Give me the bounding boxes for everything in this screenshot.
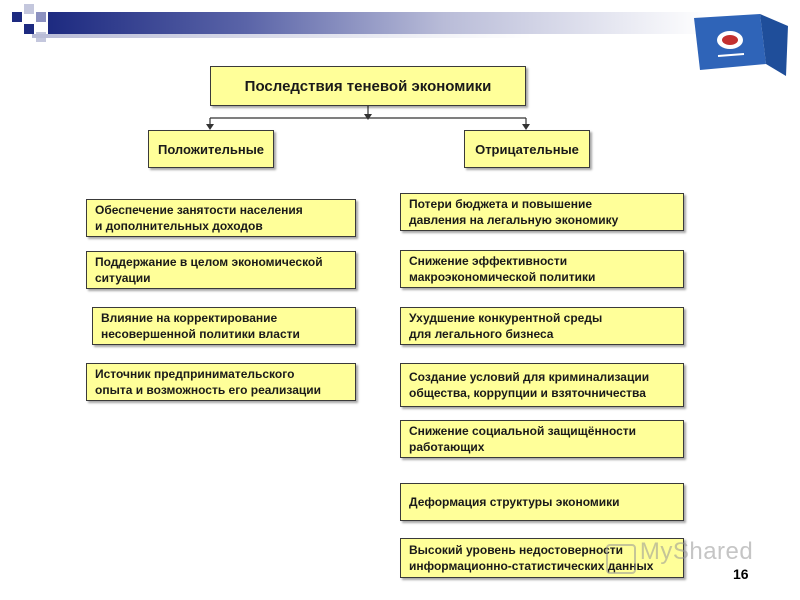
gradient-band-thin <box>32 34 532 38</box>
negative-item: Создание условий для криминализации обще… <box>400 363 684 407</box>
flag-logo-icon <box>694 14 788 76</box>
diagram-title: Последствия теневой экономики <box>210 66 526 106</box>
positive-item: Источник предпринимательского опыта и во… <box>86 363 356 401</box>
header-banner <box>0 0 800 48</box>
square-light <box>24 4 34 14</box>
negative-item: Ухудшение конкурентной среды для легальн… <box>400 307 684 345</box>
square-dark <box>12 12 22 22</box>
negative-item: Снижение социальной защищённости работаю… <box>400 420 684 458</box>
positive-item: Влияние на корректирование несовершенной… <box>92 307 356 345</box>
negative-item: Высокий уровень недостоверности информац… <box>400 538 684 578</box>
negative-item: Деформация структуры экономики <box>400 483 684 521</box>
negative-item: Потери бюджета и повышение давления на л… <box>400 193 684 231</box>
page-number: 16 <box>733 566 749 582</box>
positive-header: Положительные <box>148 130 274 168</box>
gradient-band <box>48 12 708 34</box>
watermark-icon <box>606 544 636 574</box>
square-mid <box>36 12 46 22</box>
positive-item: Поддержание в целом экономической ситуац… <box>86 251 356 289</box>
negative-header: Отрицательные <box>464 130 590 168</box>
negative-item: Снижение эффективности макроэкономическо… <box>400 250 684 288</box>
square-dark <box>24 24 34 34</box>
positive-item: Обеспечение занятости населения и дополн… <box>86 199 356 237</box>
